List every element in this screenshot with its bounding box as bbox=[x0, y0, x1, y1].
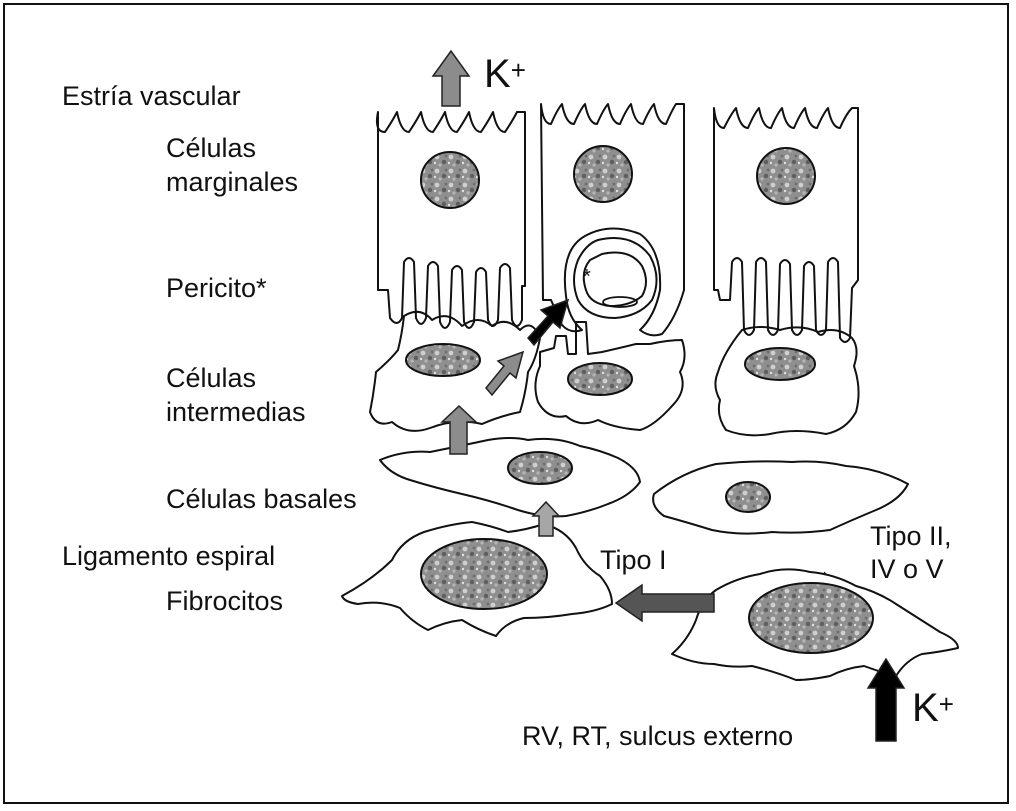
label-ligamento-espiral: Ligamento espiral bbox=[62, 541, 276, 571]
intermediate-nucleus-2 bbox=[567, 362, 633, 396]
marginal-nucleus-3 bbox=[756, 147, 816, 205]
intermediate-nucleus-1 bbox=[405, 343, 481, 377]
k-efflux-arrow bbox=[431, 49, 471, 107]
label-celulas-intermedias-line2: intermedias bbox=[166, 397, 306, 427]
label-tipo-ii-line1: Tipo II, bbox=[870, 521, 952, 551]
fibrocyte-nucleus-2 bbox=[748, 582, 874, 654]
intermediate-cell-3 bbox=[714, 326, 860, 437]
ion-label-top: K+ bbox=[484, 52, 526, 96]
label-source-regions: RV, RT, sulcus externo bbox=[522, 721, 794, 751]
label-fibrocitos: Fibrocitos bbox=[166, 586, 284, 616]
marginal-cell-3 bbox=[713, 107, 859, 343]
marginal-cell-1 bbox=[375, 111, 526, 329]
pericyte-marker: * bbox=[583, 266, 591, 288]
label-tipo-i: Tipo I bbox=[600, 545, 667, 575]
marginal-nucleus-1 bbox=[420, 151, 480, 209]
intermediate-diagonal-arrow bbox=[485, 350, 525, 397]
fibrocyte-type-i bbox=[341, 521, 613, 637]
intermediate-nucleus-3 bbox=[744, 347, 816, 381]
marginal-nucleus-2 bbox=[573, 145, 633, 203]
k-influx-arrow bbox=[866, 657, 906, 742]
endothelial-nucleus bbox=[602, 296, 638, 308]
basal-nucleus-2 bbox=[725, 481, 771, 513]
marginal-cell-2 bbox=[540, 103, 685, 337]
label-celulas-basales: Células basales bbox=[166, 484, 357, 514]
capillary-arrow bbox=[526, 298, 570, 347]
fibrocyte-type-ii-iv-v bbox=[671, 568, 959, 681]
ion-label-bottom: K+ bbox=[912, 686, 954, 730]
fibrocyte-nucleus-1 bbox=[420, 538, 548, 610]
intermediate-cell-1 bbox=[369, 310, 541, 432]
label-tipo-ii-line2: IV o V bbox=[870, 554, 944, 584]
basal-nucleus-1 bbox=[507, 451, 573, 485]
pericyte bbox=[573, 237, 658, 319]
fibrocyte-to-basal-arrow bbox=[531, 500, 561, 537]
label-celulas-marginales-line2: marginales bbox=[166, 167, 299, 197]
basal-to-intermediate-arrow bbox=[440, 404, 478, 455]
label-pericito: Pericito* bbox=[166, 273, 267, 303]
label-celulas-marginales-line1: Células bbox=[166, 133, 257, 163]
scan-mark bbox=[823, 571, 827, 575]
label-estria-vascular: Estría vascular bbox=[62, 81, 241, 111]
type-ii-to-type-i-arrow bbox=[614, 583, 715, 623]
intermediate-cell-2 bbox=[534, 321, 686, 431]
basal-cell-1 bbox=[379, 437, 641, 518]
capillary-lumen bbox=[582, 251, 647, 307]
label-celulas-intermedias-line1: Células bbox=[166, 363, 257, 393]
basal-cell-2 bbox=[652, 460, 909, 535]
